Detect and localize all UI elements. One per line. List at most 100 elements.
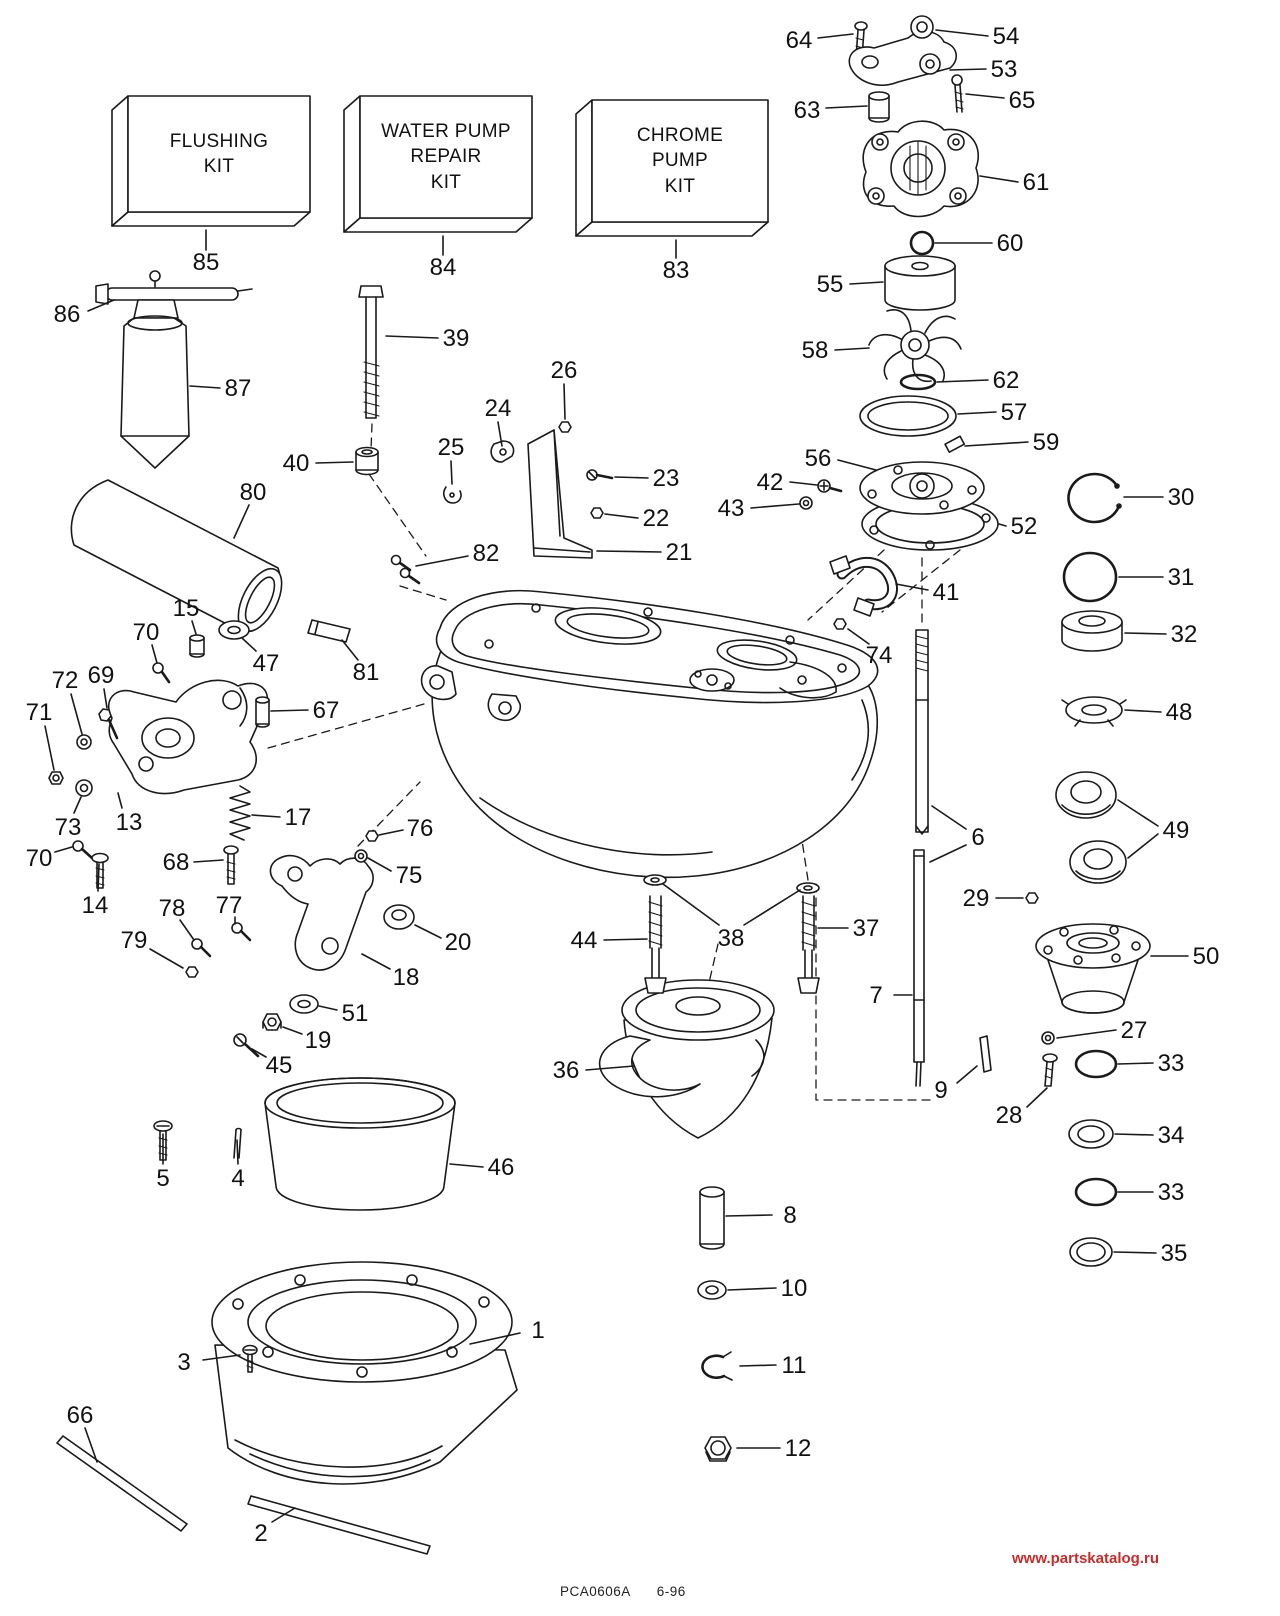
part-label-72: 72 <box>52 667 79 694</box>
washer-73 <box>75 779 93 797</box>
part-label-37: 37 <box>853 915 880 942</box>
kit-box-label-flushing: FLUSHING KIT <box>169 130 269 177</box>
hose-41 <box>829 555 898 617</box>
washer-38-left <box>643 874 667 886</box>
bolt-28 <box>1042 1053 1058 1087</box>
rod-2 <box>247 1495 431 1555</box>
nut-76 <box>365 830 379 842</box>
kit-box-label-chrome-pump: CHROME PUMP KIT <box>636 125 724 197</box>
part-label-84: 84 <box>430 254 457 281</box>
bushing-63 <box>868 91 890 123</box>
bolt-65 <box>951 74 964 113</box>
screw-78 <box>191 938 212 958</box>
shift-bracket-18 <box>269 854 374 971</box>
washer-75 <box>354 849 368 863</box>
leader-line-74 <box>847 628 870 645</box>
grommet-20 <box>383 904 415 930</box>
nut-71 <box>48 771 64 785</box>
leader-line-69 <box>103 688 108 709</box>
part-label-73: 73 <box>55 814 82 841</box>
part-label-13: 13 <box>116 809 143 836</box>
leader-line-59 <box>964 441 1029 447</box>
leader-line-49 <box>1127 833 1159 859</box>
leader-line-2 <box>271 1507 296 1523</box>
screw-3 <box>242 1344 258 1373</box>
seal-35 <box>1069 1237 1113 1267</box>
part-label-33: 33 <box>1158 1050 1185 1077</box>
leader-line-28 <box>1026 1087 1048 1108</box>
part-label-76: 76 <box>407 815 434 842</box>
part-label-77: 77 <box>216 892 243 919</box>
part-label-82: 82 <box>473 540 500 567</box>
leader-line-54 <box>935 29 989 37</box>
key-59 <box>944 435 966 453</box>
screw-42 <box>817 479 843 493</box>
leader-line-44 <box>603 938 648 941</box>
washer-10 <box>697 1280 727 1300</box>
part-label-61: 61 <box>1023 169 1050 196</box>
part-label-6: 6 <box>971 824 984 851</box>
part-label-53: 53 <box>991 56 1018 83</box>
part-label-31: 31 <box>1168 564 1195 591</box>
washer-27 <box>1041 1031 1055 1045</box>
part-label-14: 14 <box>82 892 109 919</box>
part-label-9: 9 <box>934 1077 947 1104</box>
leader-line-14 <box>97 863 100 892</box>
leader-line-52 <box>998 523 1007 527</box>
part-label-65: 65 <box>1009 87 1036 114</box>
part-label-2: 2 <box>254 1520 267 1547</box>
part-label-29: 29 <box>963 885 990 912</box>
watermark-text: www.partskatalog.ru <box>1012 1550 1159 1567</box>
nut-12 <box>704 1436 732 1462</box>
part-label-44: 44 <box>571 927 598 954</box>
oring-62 <box>899 373 937 391</box>
leader-line-11 <box>739 1364 777 1367</box>
washer-47 <box>218 620 250 640</box>
leader-line-33 <box>1117 1062 1154 1065</box>
leader-line-27 <box>1056 1029 1117 1039</box>
leader-line-3 <box>202 1354 241 1361</box>
oring-33-lower <box>1074 1177 1118 1207</box>
part-label-42: 42 <box>757 469 784 496</box>
bracket-53 <box>848 30 957 86</box>
washer-51 <box>289 994 319 1014</box>
nut-74 <box>833 618 847 630</box>
screw-14 <box>91 852 109 889</box>
part-label-45: 45 <box>266 1052 293 1079</box>
part-label-59: 59 <box>1033 429 1060 456</box>
part-label-71: 71 <box>26 699 53 726</box>
kit-boxes <box>111 95 769 237</box>
part-label-70: 70 <box>26 845 53 872</box>
leader-line-26 <box>563 383 566 420</box>
screw-68 <box>223 845 239 885</box>
part-label-56: 56 <box>805 445 832 472</box>
leader-line-65 <box>965 93 1005 99</box>
nut-29 <box>1025 892 1039 904</box>
leader-line-6 <box>929 844 967 863</box>
part-label-66: 66 <box>67 1402 94 1429</box>
leader-line-41 <box>895 583 929 591</box>
part-label-8: 8 <box>783 1202 796 1229</box>
part-label-75: 75 <box>396 862 423 889</box>
leader-line-1 <box>469 1332 521 1345</box>
screw-77 <box>231 922 252 942</box>
intake-housing-1 <box>211 1261 518 1485</box>
bolt-39 <box>358 285 384 419</box>
part-label-19: 19 <box>305 1027 332 1054</box>
leader-line-63 <box>825 105 868 109</box>
part-label-63: 63 <box>794 97 821 124</box>
pin-67 <box>255 696 270 728</box>
leader-line-20 <box>414 924 442 939</box>
bolt-69 <box>98 708 119 740</box>
pump-housing-61 <box>862 120 979 218</box>
part-label-7: 7 <box>869 982 882 1009</box>
leader-line-21 <box>596 550 662 553</box>
part-label-5: 5 <box>156 1165 169 1192</box>
leader-line-43 <box>750 503 800 509</box>
part-label-24: 24 <box>485 395 512 422</box>
main-housing <box>420 589 879 879</box>
flushing-tool <box>95 270 253 469</box>
part-label-39: 39 <box>443 325 470 352</box>
part-label-10: 10 <box>781 1275 808 1302</box>
